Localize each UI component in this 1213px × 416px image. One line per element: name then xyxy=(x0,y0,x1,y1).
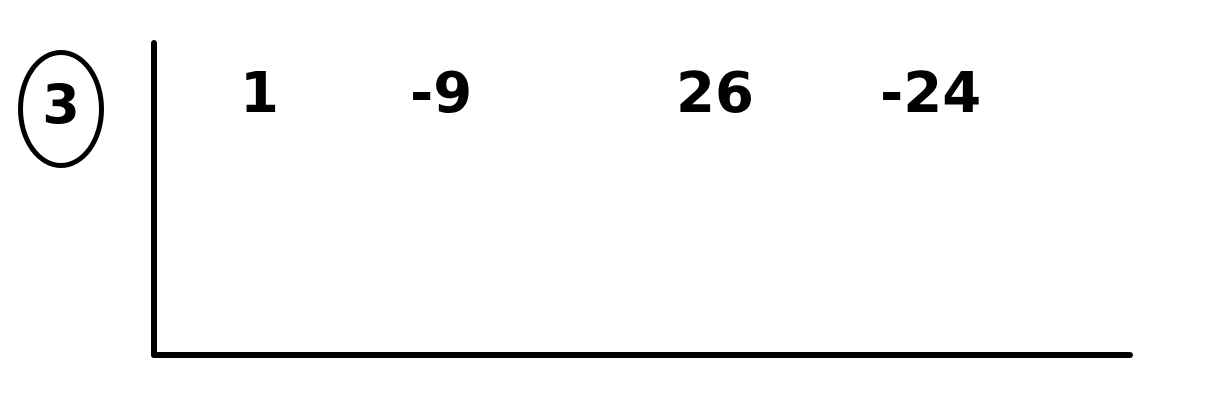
problem-number-circle xyxy=(18,50,104,168)
coefficient-3: 26 xyxy=(676,61,754,126)
division-bracket-vertical-line xyxy=(151,40,157,358)
coefficient-1: 1 xyxy=(240,61,279,126)
coefficient-2: -9 xyxy=(410,61,473,126)
coefficient-4: -24 xyxy=(880,61,982,126)
problem-number: 3 xyxy=(42,73,80,136)
division-bracket-horizontal-line xyxy=(151,352,1133,358)
